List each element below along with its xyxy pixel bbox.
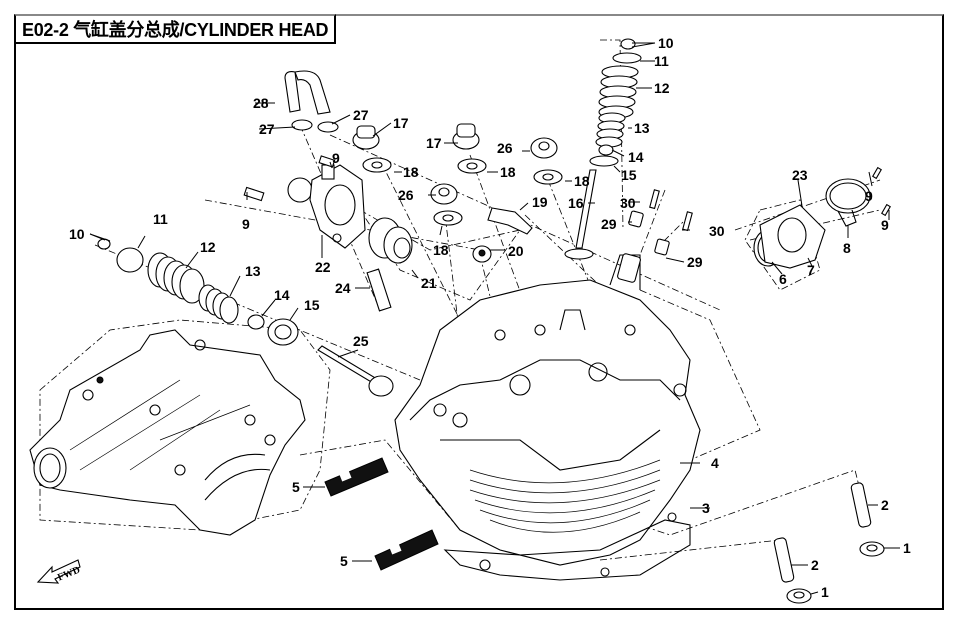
fwd-label: FWD — [56, 565, 82, 584]
callout-5: 5 — [292, 479, 300, 495]
stud-bolts — [324, 457, 439, 571]
callout-1: 1 — [903, 540, 911, 556]
callout-15: 15 — [621, 167, 637, 183]
callout-6: 6 — [779, 271, 787, 287]
callout-24: 24 — [335, 280, 351, 296]
callout-3: 3 — [702, 500, 710, 516]
callout-28: 28 — [253, 95, 269, 111]
callout-2: 2 — [881, 497, 889, 513]
callout-18: 18 — [500, 164, 516, 180]
callout-17: 17 — [426, 135, 442, 151]
callout-18: 18 — [403, 164, 419, 180]
callout-9: 9 — [881, 217, 889, 233]
callout-10: 10 — [69, 226, 85, 242]
callout-29: 29 — [687, 254, 703, 270]
callout-11: 11 — [654, 53, 669, 69]
callout-12: 12 — [654, 80, 670, 96]
callout-10: 10 — [658, 35, 674, 51]
callout-7: 7 — [807, 262, 815, 278]
forward-arrow-icon: FWD — [36, 559, 82, 584]
valve-guides — [617, 189, 693, 283]
callout-14: 14 — [274, 287, 290, 303]
callout-12: 12 — [200, 239, 216, 255]
left-valve-train — [97, 238, 394, 397]
coolant-parts — [243, 70, 413, 312]
callout-15: 15 — [304, 297, 320, 313]
callout-30: 30 — [709, 223, 725, 239]
callout-23: 23 — [792, 167, 808, 183]
callout-30: 30 — [620, 195, 636, 211]
callout-18: 18 — [574, 173, 590, 189]
callout-19: 19 — [532, 194, 548, 210]
callout-26: 26 — [497, 140, 513, 156]
title-box: E02-2 气缸盖分总成/CYLINDER HEAD — [14, 14, 337, 44]
callout-11: 11 — [153, 211, 168, 227]
callout-9: 9 — [865, 188, 873, 204]
callout-25: 25 — [353, 333, 369, 349]
callout-5: 5 — [340, 553, 348, 569]
dowel-studs-and-washers — [773, 482, 885, 604]
callout-14: 14 — [628, 149, 644, 165]
callout-9: 9 — [332, 150, 340, 166]
callout-labels: 1 1 2 2 3 4 5 5 6 7 8 9 9 9 9 10 10 11 1… — [69, 35, 911, 600]
diagram-frame — [14, 14, 944, 610]
callout-17: 17 — [393, 115, 409, 131]
diagram-title: E02-2 气缸盖分总成/CYLINDER HEAD — [22, 20, 329, 40]
fasteners — [352, 123, 563, 263]
callout-18: 18 — [433, 242, 449, 258]
callout-4: 4 — [711, 455, 719, 471]
callout-9: 9 — [242, 216, 250, 232]
callout-21: 21 — [421, 275, 437, 291]
leader-lines — [89, 42, 900, 595]
callout-29: 29 — [601, 216, 617, 232]
cylinder-head-cover — [29, 329, 306, 536]
callout-27: 27 — [353, 107, 369, 123]
callout-13: 13 — [245, 263, 261, 279]
right-valve-train — [564, 38, 642, 260]
callout-13: 13 — [634, 120, 650, 136]
callout-2: 2 — [811, 557, 819, 573]
callout-16: 16 — [568, 195, 584, 211]
intake-assembly — [753, 166, 891, 269]
callout-26: 26 — [398, 187, 414, 203]
callout-22: 22 — [315, 259, 331, 275]
cylinder-head — [394, 254, 701, 581]
callout-1: 1 — [821, 584, 829, 600]
callout-8: 8 — [843, 240, 851, 256]
callout-20: 20 — [508, 243, 524, 259]
callout-27: 27 — [259, 121, 275, 137]
